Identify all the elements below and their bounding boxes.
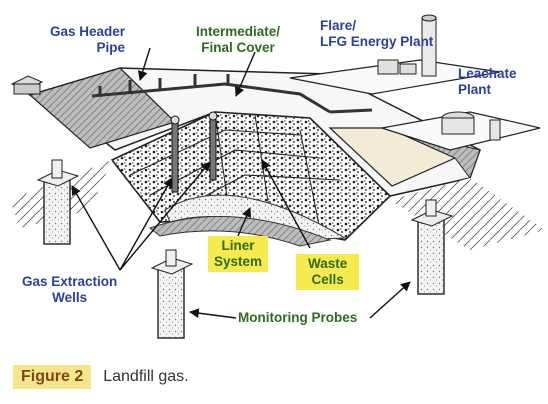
figure-tag: Figure 2: [13, 365, 92, 389]
label-waste-line2: Cells: [311, 272, 344, 287]
label-liner-system: Liner System: [208, 236, 269, 272]
label-wells-line2: Wells: [52, 290, 88, 305]
monitoring-probe-right: [410, 199, 454, 295]
monitoring-probe-left: [36, 159, 80, 245]
landfill-diagram: Gas Header Pipe Intermediate/ Final Cove…: [10, 14, 545, 339]
label-leachate-line1: Leachate: [458, 66, 517, 81]
header-box: [10, 75, 44, 95]
label-liner-line2: System: [214, 254, 263, 269]
label-arrows: [71, 47, 411, 319]
label-waste-cells: Waste Cells: [296, 254, 360, 290]
label-liner-line1: Liner: [221, 238, 255, 253]
flare-plant: [289, 14, 501, 95]
label-waste-line1: Waste: [308, 256, 348, 271]
landfill-cover: [28, 67, 481, 197]
label-flare-line1: Flare/: [320, 18, 357, 33]
gas-header-pipe: [91, 74, 373, 114]
gas-extraction-wells: [170, 111, 218, 193]
label-cover-line2: Final Cover: [201, 40, 275, 55]
label-monitoring-probes: Monitoring Probes: [238, 310, 358, 325]
label-gas-extraction-wells: Gas Extraction Wells: [22, 274, 117, 306]
landfill-illustration: [10, 14, 545, 339]
monitoring-probe-center: [150, 249, 194, 339]
label-flare: Flare/ LFG Energy Plant: [320, 18, 433, 50]
label-gas-header-pipe: Gas Header Pipe: [50, 24, 125, 56]
label-leachate: Leachate Plant: [458, 66, 517, 98]
waste-cells-section: [110, 111, 392, 247]
label-leachate-line2: Plant: [458, 82, 492, 97]
label-gas-header-line2: Pipe: [96, 40, 126, 55]
label-gas-header-line1: Gas Header: [50, 24, 126, 39]
label-wells-line1: Gas Extraction: [22, 274, 118, 289]
label-flare-line2: LFG Energy Plant: [320, 34, 434, 49]
label-cover-line1: Intermediate/: [196, 24, 281, 39]
label-cover: Intermediate/ Final Cover: [196, 24, 280, 56]
leachate-plant: [381, 111, 541, 151]
figure-caption-text: Landfill gas.: [103, 368, 189, 385]
figure-caption: Figure 2 Landfill gas.: [13, 364, 189, 390]
